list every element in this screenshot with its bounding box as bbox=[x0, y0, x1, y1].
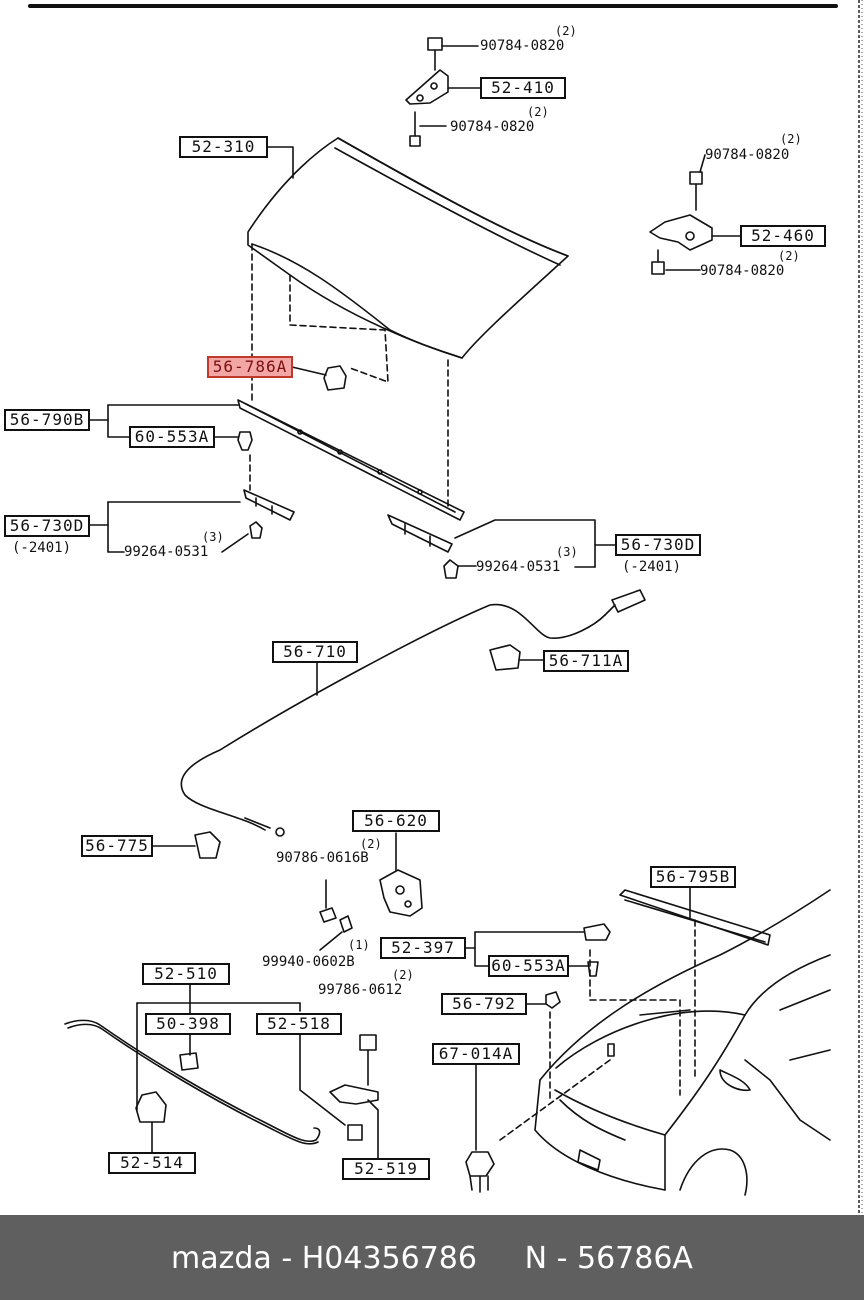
part-label-56-786A-highlighted[interactable]: 56-786A bbox=[207, 356, 293, 378]
bolt-number: 90784-0820 bbox=[705, 147, 790, 163]
serial-range-left: (-2401) bbox=[12, 540, 72, 556]
retainer-clip-drawing bbox=[465, 1151, 495, 1177]
bumper-rubber-drawing bbox=[323, 365, 347, 391]
part-label-56-711A[interactable]: 56-711A bbox=[543, 650, 629, 672]
hood-panel-drawing bbox=[247, 137, 569, 383]
seal-left-drawing bbox=[243, 489, 295, 539]
quantity-label: (2) bbox=[778, 249, 800, 263]
footer-banner: mazda - H04356786 N - 56786A bbox=[0, 1215, 864, 1300]
bolt-number: 99786-0612 bbox=[318, 982, 403, 998]
vehicle-outline-drawing bbox=[534, 889, 831, 1196]
part-label-60-553A-second[interactable]: 60-553A bbox=[488, 955, 569, 977]
footer-text: mazda - H04356786 N - 56786A bbox=[171, 1241, 693, 1276]
clip-2-drawing bbox=[583, 923, 611, 941]
clip-drawing bbox=[237, 431, 253, 451]
grommet-drawing bbox=[179, 1052, 199, 1071]
serial-range-right: (-2401) bbox=[622, 559, 682, 575]
bolt-number: 90784-0820 bbox=[450, 119, 535, 135]
quantity-label: (2) bbox=[360, 837, 382, 851]
part-label-67-014A[interactable]: 67-014A bbox=[432, 1043, 520, 1065]
bolt-number: 99264-0531 bbox=[476, 559, 561, 575]
quantity-label: (2) bbox=[392, 968, 414, 982]
hood-latch-drawing bbox=[319, 832, 423, 951]
part-label-52-460[interactable]: 52-460 bbox=[740, 225, 826, 247]
hood-hinge-left-drawing bbox=[405, 37, 481, 147]
part-label-60-553A[interactable]: 60-553A bbox=[129, 426, 215, 448]
bolt-number: 99264-0531 bbox=[124, 544, 209, 560]
part-label-56-790B[interactable]: 56-790B bbox=[4, 409, 90, 431]
quantity-label: (2) bbox=[555, 24, 577, 38]
part-label-52-510[interactable]: 52-510 bbox=[142, 963, 230, 985]
diagram-drawing bbox=[28, 4, 838, 1196]
part-label-56-620[interactable]: 56-620 bbox=[352, 810, 440, 832]
quantity-label: (2) bbox=[780, 132, 802, 146]
bolt-number: 90786-0616B bbox=[276, 850, 369, 866]
part-label-52-410[interactable]: 52-410 bbox=[480, 77, 566, 99]
bolt-number: 99940-0602B bbox=[262, 954, 355, 970]
quantity-label: (3) bbox=[202, 530, 224, 544]
part-label-56-730D-left[interactable]: 56-730D bbox=[4, 515, 90, 537]
part-label-56-795B[interactable]: 56-795B bbox=[650, 866, 736, 888]
hood-hinge-right-drawing bbox=[649, 154, 741, 275]
cable-clip-drawing bbox=[489, 644, 521, 671]
rod-holder-drawing bbox=[135, 1091, 167, 1123]
quantity-label: (2) bbox=[527, 105, 549, 119]
right-edge-border bbox=[858, 0, 863, 1215]
release-cable-drawing bbox=[180, 589, 646, 837]
part-label-50-398[interactable]: 50-398 bbox=[145, 1013, 231, 1035]
hood-prop-rod-drawing bbox=[64, 1019, 321, 1145]
parts-diagram: 52-310 52-410 52-460 56-786A 56-790B 60-… bbox=[4, 0, 863, 1215]
cable-holder-drawing bbox=[194, 831, 221, 859]
part-label-52-519[interactable]: 52-519 bbox=[342, 1158, 430, 1180]
part-label-52-310[interactable]: 52-310 bbox=[179, 136, 268, 158]
part-label-52-514[interactable]: 52-514 bbox=[108, 1152, 196, 1174]
part-label-52-518[interactable]: 52-518 bbox=[256, 1013, 342, 1035]
bolt-number: 90784-0820 bbox=[480, 38, 565, 54]
bolt-number: 90784-0820 bbox=[700, 263, 785, 279]
rod-clip-drawing bbox=[329, 1084, 379, 1105]
quantity-label: (1) bbox=[348, 938, 370, 952]
seal-right-drawing bbox=[387, 514, 459, 579]
part-label-56-710[interactable]: 56-710 bbox=[272, 641, 358, 663]
part-label-52-397[interactable]: 52-397 bbox=[380, 937, 466, 959]
part-label-56-730D-right[interactable]: 56-730D bbox=[615, 534, 701, 556]
part-label-56-775[interactable]: 56-775 bbox=[81, 835, 153, 857]
weatherstrip-drawing bbox=[237, 399, 465, 521]
quantity-label: (3) bbox=[556, 545, 578, 559]
part-label-56-792[interactable]: 56-792 bbox=[441, 993, 527, 1015]
